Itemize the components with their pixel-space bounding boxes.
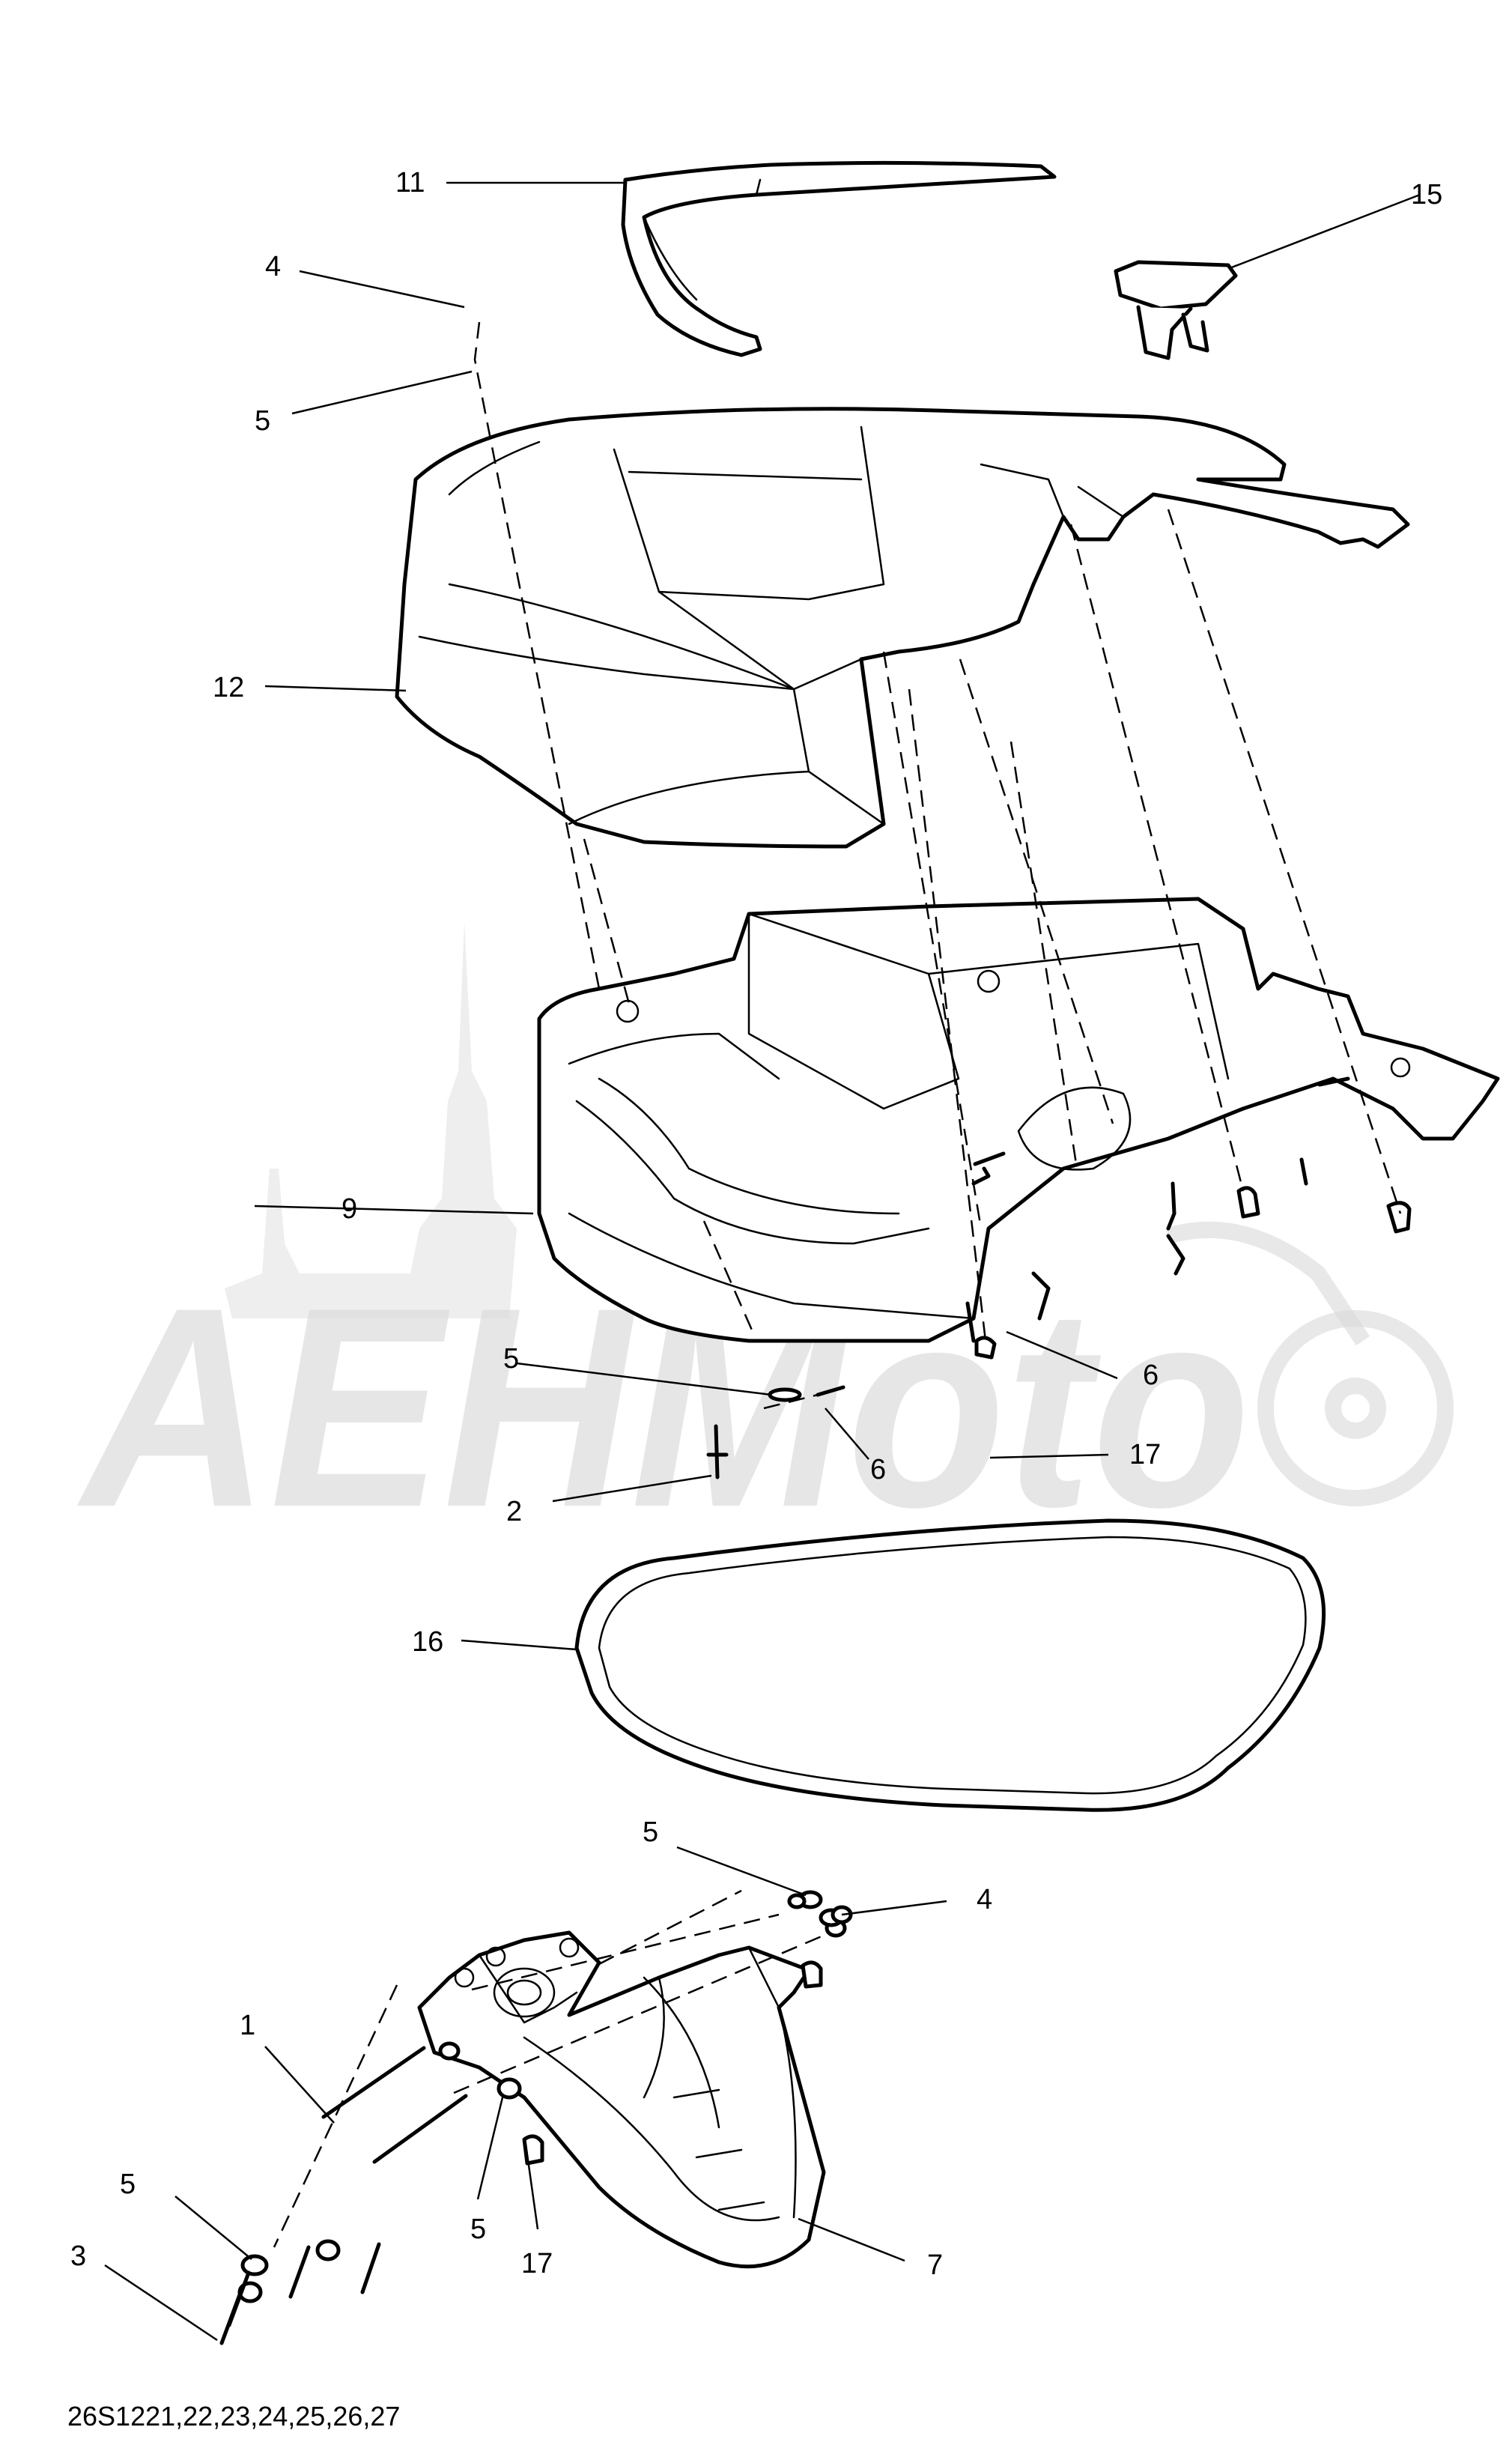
- latch-hardware: [219, 1890, 853, 2345]
- alignment-lines: [273, 321, 1402, 2248]
- watermark-wheel-hub-icon: [1325, 1378, 1386, 1439]
- watermark-motorcycle-icon: [1165, 1221, 1370, 1346]
- callout-11: 11: [395, 167, 425, 199]
- callout-6: 6: [870, 1454, 886, 1485]
- callout-6: 6: [1143, 1360, 1159, 1391]
- callout-5: 5: [470, 2214, 486, 2245]
- callout-4: 4: [265, 251, 281, 282]
- part-9-storage-tray: [537, 897, 1500, 1343]
- callout-5: 5: [255, 405, 270, 437]
- part-15-clip: [1114, 260, 1238, 360]
- part-7-latch-assembly: [417, 1930, 826, 2269]
- callout-5: 5: [503, 1343, 519, 1375]
- callout-5: 5: [643, 1817, 658, 1848]
- callout-1: 1: [240, 2010, 255, 2041]
- callout-12: 12: [213, 672, 244, 703]
- callout-16: 16: [412, 1626, 443, 1658]
- callout-3: 3: [70, 2240, 86, 2272]
- callout-17: 17: [521, 2248, 553, 2279]
- part-11-trim-strip: [621, 160, 1057, 357]
- part-16-seal: [574, 1518, 1326, 1812]
- reference-code: 26S1221,22,23,24,25,26,27: [67, 2401, 400, 2432]
- callout-7: 7: [927, 2249, 943, 2281]
- callout-15: 15: [1411, 179, 1442, 210]
- callout-4: 4: [977, 1884, 992, 1915]
- tray-hardware: [706, 1076, 1412, 1479]
- callout-5: 5: [120, 2169, 136, 2200]
- callout-labels: 11 15 4 5 12 9 5 6 6 17 2 16 5 4 1 5 3 5…: [70, 167, 1442, 2281]
- callout-2: 2: [506, 1496, 522, 1527]
- watermark-tower-icon: [225, 921, 517, 1318]
- watermark-wheel-icon: [1257, 1310, 1454, 1506]
- leader-lines: [104, 181, 1421, 2342]
- callout-9: 9: [341, 1193, 357, 1225]
- part-12-upper-cover: [395, 407, 1410, 849]
- callout-17: 17: [1129, 1439, 1161, 1470]
